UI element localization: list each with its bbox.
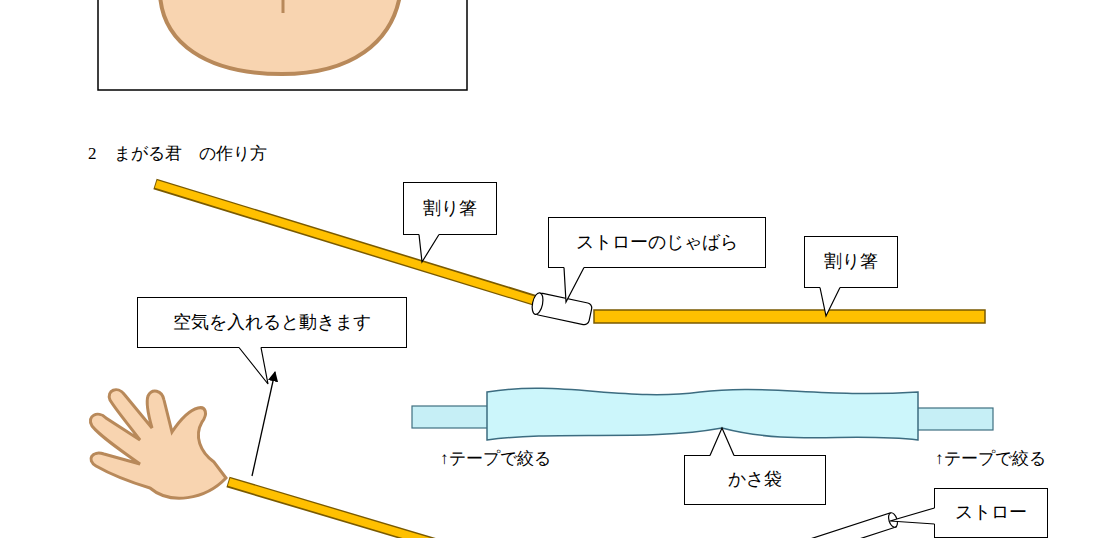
callout-text: ストローのじゃばら [576,232,738,254]
face-line [282,0,285,13]
straw [770,512,899,538]
chopstick [228,482,450,538]
callout-tail [564,266,584,302]
straw-end [912,408,993,430]
leader-arrow [252,372,275,476]
straw-end [412,406,492,428]
callout-tail [820,286,840,316]
callout-box: 空気を入れると動きます [137,297,407,348]
callout-box: かさ袋 [684,455,826,505]
callout-tail [239,346,268,384]
callout-text: ストロー [955,502,1027,524]
note-label: ↑テープで絞る [935,449,1046,469]
callout-text: 空気を入れると動きます [173,312,371,334]
callout-text: 割り箸 [824,251,878,273]
callout-tail [710,428,734,457]
note-label: ↑テープで絞る [440,449,551,469]
callout-box: 割り箸 [403,182,497,235]
section-heading: 2 まがる君 の作り方 [88,144,267,164]
callout-text: かさ袋 [728,469,782,491]
callout-tail [890,508,936,524]
chopstick [594,310,985,323]
straw-bellows [530,292,592,326]
umbrella-bag [487,388,918,440]
callout-text: 割り箸 [423,198,477,220]
face-shape [160,0,400,74]
callout-box: ストローのじゃばら [548,217,766,268]
hand [90,390,226,498]
callout-box: ストロー [934,488,1048,538]
callout-tail [419,233,439,262]
callout-box: 割り箸 [804,236,898,288]
